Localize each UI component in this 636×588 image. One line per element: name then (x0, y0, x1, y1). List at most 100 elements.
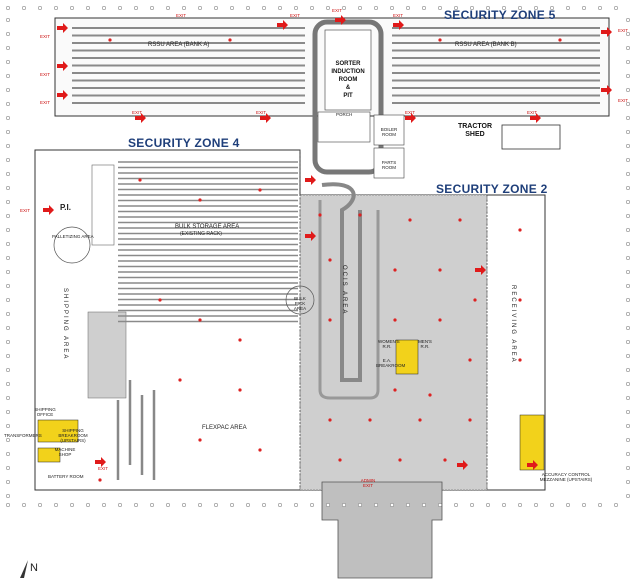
receiving-label: RECEIVING AREA (510, 285, 516, 364)
column-marker (625, 59, 631, 65)
column-marker (5, 45, 11, 51)
north-label: N (30, 562, 38, 574)
rssu-b-racks (392, 27, 600, 104)
column-marker (5, 171, 11, 177)
palletizing-zone-circle (53, 226, 91, 264)
porch-label: PORCH (336, 112, 353, 117)
column-marker (597, 502, 603, 508)
column-marker (625, 297, 631, 303)
column-marker (5, 115, 11, 121)
column-marker (5, 479, 11, 485)
fire-marker (408, 218, 412, 222)
fire-marker (138, 178, 142, 182)
exit-arrow-icon (277, 20, 288, 30)
fire-marker (158, 298, 162, 302)
column-marker (5, 59, 11, 65)
zone2-title: SECURITY ZONE 2 (436, 182, 548, 196)
column-marker (117, 502, 123, 508)
fire-marker (228, 38, 232, 42)
column-marker (597, 5, 603, 11)
column-marker (5, 185, 11, 191)
fire-marker (338, 458, 342, 462)
exit-label: EXIT (98, 466, 109, 471)
column-marker (5, 381, 11, 387)
column-marker (625, 45, 631, 51)
column-marker (625, 115, 631, 121)
column-marker (293, 502, 299, 508)
column-marker (69, 502, 75, 508)
column-marker (37, 502, 43, 508)
column-marker (21, 5, 27, 11)
column-marker (5, 269, 11, 275)
column-marker (53, 502, 59, 508)
column-marker (5, 465, 11, 471)
fire-marker (258, 188, 262, 192)
exit-label: EXIT (20, 208, 31, 213)
exit-arrow-icon (305, 175, 316, 185)
exit-arrow-icon (601, 85, 612, 95)
zone5-title: SECURITY ZONE 5 (444, 8, 556, 22)
column-marker (5, 311, 11, 317)
column-marker (85, 502, 91, 508)
column-marker (533, 502, 539, 508)
column-marker (357, 5, 363, 11)
fire-marker (468, 418, 472, 422)
exit-arrow-icon (335, 15, 346, 25)
fire-marker (438, 318, 442, 322)
column-marker (5, 73, 11, 79)
fire-marker (418, 418, 422, 422)
column-marker (625, 157, 631, 163)
column-marker (565, 502, 571, 508)
pi-rack-block (91, 164, 115, 246)
column-marker (53, 5, 59, 11)
tractor-shed (501, 124, 561, 150)
column-marker (625, 381, 631, 387)
column-marker (261, 5, 267, 11)
column-marker (5, 87, 11, 93)
exit-label: EXIT (393, 13, 404, 18)
column-marker (469, 502, 475, 508)
column-marker (625, 367, 631, 373)
column-marker (325, 5, 331, 11)
column-marker (625, 31, 631, 37)
fire-marker (438, 268, 442, 272)
column-marker (625, 171, 631, 177)
column-marker (5, 339, 11, 345)
column-marker (293, 5, 299, 11)
exit-arrow-icon (135, 113, 146, 123)
column-marker (5, 227, 11, 233)
bulk-storage-sub: (EXISTING RACK) (180, 231, 222, 237)
column-marker (625, 339, 631, 345)
ocis-label: OCIS AREA (341, 265, 347, 316)
column-marker (501, 5, 507, 11)
column-marker (5, 255, 11, 261)
fire-marker (428, 393, 432, 397)
column-marker (405, 502, 411, 508)
exit-label: EXIT (256, 110, 267, 115)
ea-breakroom-label: E.A. BREAKROOM (376, 358, 406, 368)
fire-marker (258, 448, 262, 452)
column-marker (181, 5, 187, 11)
rssu-b-label: RSSU AREA (BANK B) (455, 42, 517, 48)
column-marker (277, 5, 283, 11)
column-marker (5, 213, 11, 219)
fire-marker (318, 213, 322, 217)
column-marker (261, 502, 267, 508)
column-marker (625, 451, 631, 457)
column-marker (149, 502, 155, 508)
exit-label: EXIT (40, 100, 51, 105)
fire-marker (393, 388, 397, 392)
column-marker (165, 5, 171, 11)
column-marker (517, 502, 523, 508)
column-marker (453, 5, 459, 11)
column-marker (85, 5, 91, 11)
north-arrow-icon (20, 560, 28, 578)
column-marker (37, 5, 43, 11)
shipping-label: SHIPPING AREA (62, 288, 68, 361)
column-marker (5, 423, 11, 429)
column-marker (101, 502, 107, 508)
exit-arrow-icon (457, 460, 468, 470)
column-marker (309, 502, 315, 508)
column-marker (405, 5, 411, 11)
